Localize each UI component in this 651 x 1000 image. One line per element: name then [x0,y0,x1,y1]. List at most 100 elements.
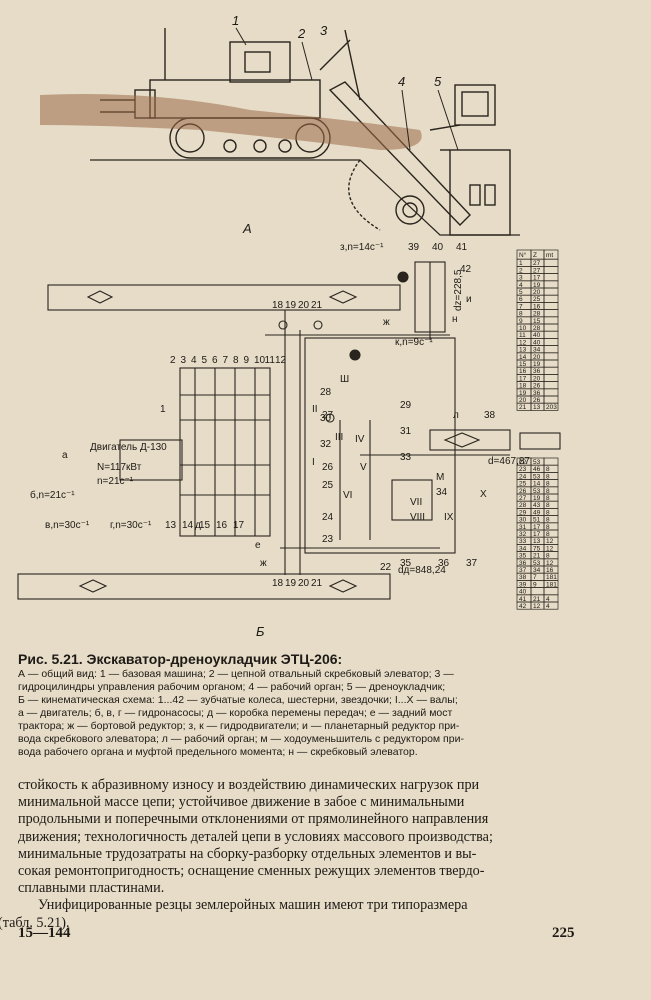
label-d467: d=467,87 [488,456,530,467]
table-cell [543,338,559,346]
label-g: г,n=30c⁻¹ [110,520,152,531]
label-engine-rpm: n=21c⁻¹ [97,476,134,487]
table-cell-value: 19 [533,361,541,368]
table-cell-value: 3 [519,275,523,282]
table-cell-value: 41 [519,596,527,603]
caption-line: вода скребкового элеватора; л — рабочий … [18,733,464,745]
table-header: Z [533,252,537,259]
body-paragraph-2: Унифицированные резцы землеройных машин … [0,897,634,931]
label-e: е [255,540,261,551]
table-cell-value: 19 [533,495,541,502]
callout-5: 5 [434,74,442,89]
table-cell [543,359,559,368]
table-cell-value: 8 [546,481,550,488]
shaft-label: VI [343,490,352,501]
table-cell-value: 17 [533,524,541,531]
gear-number: 27 [322,410,334,421]
table-cell-value: 8 [546,495,550,502]
gear-number: 21 [311,578,323,589]
table-cell [543,316,559,325]
label-dd848: dд=848,24 [398,565,446,576]
table-cell [530,587,545,596]
gear-number: 23 [322,534,334,545]
body-line: сплавными пластинами. [18,880,165,897]
table-cell-value: 14 [519,354,527,361]
label-zh-top: ж [383,317,390,328]
table-cell-value: 40 [519,589,527,596]
caption-body: А — общий вид: 1 — базовая машина; 2 — ц… [18,668,638,759]
table-cell-value: 26 [533,397,541,404]
table-cell-value: 53 [533,459,541,466]
table-cell-value: 35 [519,553,527,560]
label-zh: ж [260,558,267,569]
view-label-b: Б [256,624,265,639]
label-40: 40 [432,242,444,253]
table-cell-value: 4 [546,603,550,610]
callout-1: 1 [232,13,239,28]
shaft-label: VII [410,497,422,508]
shaft-label: IV [355,434,365,445]
table-cell [543,330,559,339]
gear-number: 7 [223,355,229,366]
caption-line: а — двигатель; б, в, г — гидронасосы; д … [18,707,453,719]
table-cell-value: 12 [533,603,541,610]
table-cell-value: 39 [519,581,527,588]
body-line: минимальной массе цепи; устойчивое движе… [18,794,465,811]
table-cell-value: 25 [519,481,527,488]
gear-number: 18 [272,300,284,311]
gear-number: 24 [322,512,334,523]
table-cell-value: 46 [533,466,541,473]
table-cell-value: 40 [533,339,541,346]
table-cell-value: 23 [519,466,527,473]
table-cell-value: 2 [519,267,523,274]
gear-number: 31 [400,426,412,437]
gear-number: 20 [298,300,310,311]
table-cell-value: 20 [533,375,541,382]
table-cell [543,402,559,411]
gear-number: 22 [380,562,392,573]
table-cell-value: 11 [519,332,526,339]
table-cell-value: 8 [546,517,550,524]
table-cell [543,273,559,282]
table-cell-value: 8 [546,473,550,480]
label-sh: Ш [340,374,349,385]
table-cell-value: 20 [519,397,527,404]
table-cell-value: 36 [519,560,527,567]
label-engine-power: N=117кВт [97,462,142,473]
table-cell [543,388,559,397]
gear-number: 35 [400,558,412,569]
gear-number: 15 [199,520,211,531]
table-cell [543,266,559,274]
table-cell [543,323,559,332]
table-cell-value: 17 [519,375,527,382]
shaft-label: VIII [410,512,425,523]
table-cell-value: 12 [546,538,554,545]
table-cell-value: 16 [533,303,541,310]
caption-line: А — общий вид: 1 — базовая машина; 2 — ц… [18,668,454,680]
table-header: N° [519,251,527,259]
caption-line: трактора; ж — бортовой редуктор; з, к — … [18,720,460,732]
label-b: б,n=21c⁻¹ [30,489,75,501]
gear-number: 5 [202,355,208,366]
table-cell [543,302,559,310]
table-cell [543,287,559,296]
table-cell-value: 27 [519,495,527,502]
body-line: продольными и поперечными отклонениями о… [18,811,489,828]
body-paragraph-1: стойкость к абразивному износу и воздейс… [18,777,634,897]
table-cell-value: 15 [533,318,541,325]
table-cell-value: 18 [519,383,527,390]
table-cell-value: 17 [533,531,541,538]
table-cell-value: 34 [533,567,541,574]
table-cell-value: 36 [533,390,541,397]
table-cell-value: 40 [533,332,541,339]
label-a: а [62,450,68,461]
table-cell-value: 43 [533,502,541,509]
gear-number: 18 [272,578,284,589]
table-cell [543,345,559,354]
caption-line: вода рабочего органа и муфтой предельног… [18,746,418,758]
view-label-a: А [242,221,252,236]
table-cell-value: 8 [546,553,550,560]
callout-4: 4 [398,74,405,89]
table-cell [543,381,559,390]
